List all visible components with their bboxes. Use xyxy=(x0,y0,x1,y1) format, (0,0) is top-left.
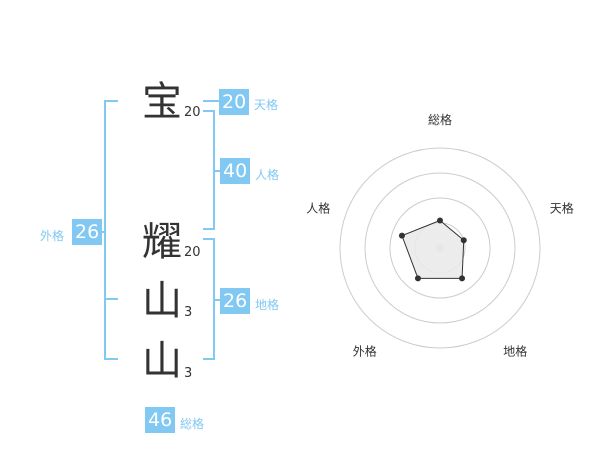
chikaku-label: 地格 xyxy=(255,298,280,312)
chikaku-bracket-vertical xyxy=(213,238,215,360)
name-char-3: 山 xyxy=(142,278,182,324)
jinkaku-value: 40 xyxy=(220,158,251,184)
stroke-count-2: 20 xyxy=(184,245,201,260)
radar-point-4 xyxy=(414,275,421,282)
gaikaku-value: 26 xyxy=(72,219,103,245)
gaikaku-bracket-top xyxy=(104,100,118,102)
soukaku-value: 46 xyxy=(145,407,176,433)
tenkaku-connector xyxy=(203,100,219,102)
radar-ring-2 xyxy=(389,197,491,299)
name-char-4: 山 xyxy=(142,338,182,384)
radar-axis-label-2: 天格 xyxy=(550,200,574,215)
radar-area xyxy=(401,219,465,279)
radar-axis-label-3: 地格 xyxy=(503,344,527,359)
stroke-count-3: 3 xyxy=(184,305,193,320)
soukaku-label: 総格 xyxy=(180,417,205,431)
chikaku-connector xyxy=(215,299,220,301)
jinkaku-bracket-top xyxy=(203,110,215,112)
stroke-count-4: 3 xyxy=(184,366,193,381)
jinkaku-connector xyxy=(215,170,220,172)
gaikaku-label: 外格 xyxy=(40,229,65,243)
tenkaku-value: 20 xyxy=(219,89,250,115)
radar-axis-label-4: 外格 xyxy=(353,344,377,359)
stroke-count-1: 20 xyxy=(184,105,201,120)
jinkaku-label: 人格 xyxy=(255,168,280,182)
name-char-2: 耀 xyxy=(142,219,182,265)
radar-point-5 xyxy=(398,232,405,239)
radar-point-1 xyxy=(437,217,443,224)
gaikaku-bracket-mid xyxy=(104,298,118,300)
radar-axis-label-5: 人格 xyxy=(306,200,330,215)
jinkaku-bracket-bottom xyxy=(203,228,215,230)
radar-point-3 xyxy=(459,275,466,282)
radar-point-2 xyxy=(460,237,467,244)
tenkaku-label: 天格 xyxy=(254,98,279,112)
chikaku-value: 26 xyxy=(220,288,251,314)
jinkaku-bracket-vertical xyxy=(213,110,215,230)
radar-axis-label-1: 総格 xyxy=(428,112,452,127)
radar-ring-4 xyxy=(339,147,541,349)
chikaku-bracket-bottom xyxy=(203,358,215,360)
name-char-1: 宝 xyxy=(142,79,182,125)
gaikaku-bracket-bottom xyxy=(104,358,118,360)
chikaku-bracket-top xyxy=(203,238,215,240)
radar-ring-3 xyxy=(364,172,516,324)
gaikaku-bracket-vertical xyxy=(104,100,106,360)
